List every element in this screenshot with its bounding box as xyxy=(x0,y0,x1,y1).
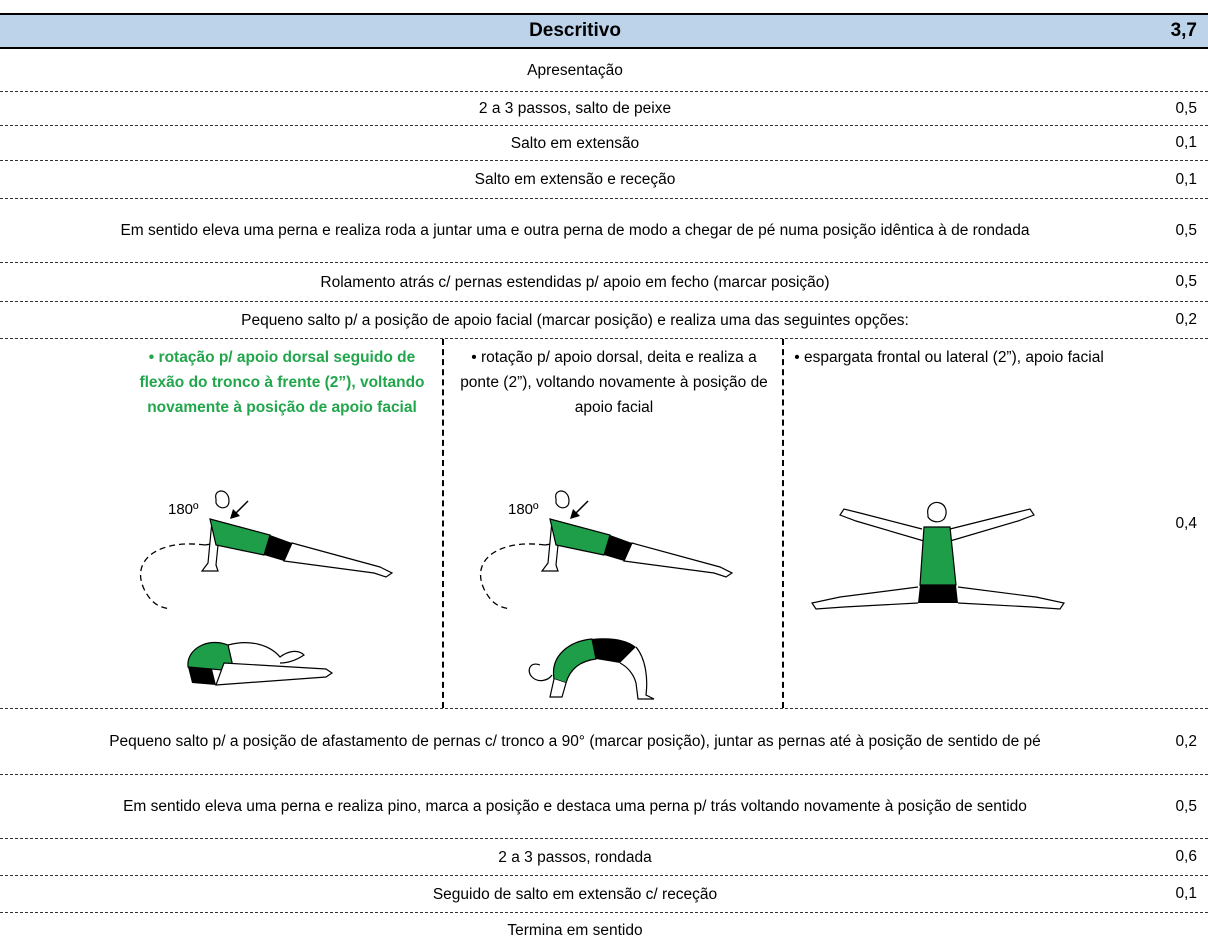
table-row: Em sentido eleva uma perna e realiza rod… xyxy=(0,199,1208,263)
rotation-angle-label: 180º xyxy=(168,501,199,518)
header-total: 3,7 xyxy=(1170,20,1197,41)
row-value xyxy=(1150,913,1208,947)
row-description: Pequeno salto p/ a posição de apoio faci… xyxy=(241,311,909,329)
table-row: Apresentação xyxy=(0,49,1208,92)
table-row: Termina em sentido xyxy=(0,913,1208,947)
row-value: 0,5 xyxy=(1175,797,1197,815)
row-description: Seguido de salto em extensão c/ receção xyxy=(432,885,718,903)
table-row: Em sentido eleva uma perna e realiza pin… xyxy=(0,775,1208,839)
table-row: Salto em extensão 0,1 xyxy=(0,126,1208,161)
row-value: 0,2 xyxy=(1175,732,1197,750)
row-value: 0,1 xyxy=(1175,134,1197,151)
row-description: Salto em extensão e receção xyxy=(474,171,676,188)
row-description: Termina em sentido xyxy=(507,921,643,939)
option-split: • espargata frontal ou lateral (2”), apo… xyxy=(784,339,1114,708)
column-divider xyxy=(782,339,784,708)
row-description: Pequeno salto p/ a posição de afastament… xyxy=(109,733,1041,750)
header-row: Descritivo 3,7 xyxy=(0,13,1208,49)
option-text: rotação p/ apoio dorsal, deita e realiza… xyxy=(460,349,768,416)
option-bullet: • xyxy=(794,349,800,366)
row-value: 0,5 xyxy=(1175,273,1197,290)
row-value: 0,2 xyxy=(1175,311,1197,328)
table-row: 2 a 3 passos, salto de peixe 0,5 xyxy=(0,92,1208,126)
table-row: Seguido de salto em extensão c/ receção … xyxy=(0,876,1208,913)
row-description: Em sentido eleva uma perna e realiza pin… xyxy=(123,798,1027,815)
options-row: • rotação p/ apoio dorsal seguido de fle… xyxy=(0,339,1208,709)
option-text: rotação p/ apoio dorsal seguido de flexã… xyxy=(139,349,425,416)
illustration-split xyxy=(811,501,1065,610)
header-title: Descritivo xyxy=(529,20,621,41)
option-rotation-bridge: • rotação p/ apoio dorsal, deita e reali… xyxy=(444,339,782,708)
table-row: Salto em extensão e receção 0,1 xyxy=(0,161,1208,199)
illustration-rotation-flexion: 180º xyxy=(139,490,394,686)
row-value: 0,1 xyxy=(1175,170,1197,188)
row-value: 0,5 xyxy=(1175,99,1197,117)
row-value: 0,6 xyxy=(1175,848,1197,865)
row-description: 2 a 3 passos, rondada xyxy=(498,848,652,866)
table-row: Rolamento atrás c/ pernas estendidas p/ … xyxy=(0,263,1208,302)
column-divider xyxy=(442,339,444,708)
option-rotation-flexion: • rotação p/ apoio dorsal seguido de fle… xyxy=(122,339,442,708)
row-description: Rolamento atrás c/ pernas estendidas p/ … xyxy=(320,273,830,291)
option-text: espargata frontal ou lateral (2”), apoio… xyxy=(803,349,1104,366)
option-bullet: • xyxy=(148,349,155,366)
row-description: Em sentido eleva uma perna e realiza rod… xyxy=(120,222,1030,239)
row-description: Apresentação xyxy=(527,62,623,79)
row-description: Salto em extensão xyxy=(510,134,640,152)
table-row: 2 a 3 passos, rondada 0,6 xyxy=(0,839,1208,876)
illustration-rotation-bridge: 180º xyxy=(479,490,734,700)
table-row: Pequeno salto p/ a posição de afastament… xyxy=(0,709,1208,775)
row-value: 0,4 xyxy=(1175,514,1197,532)
rotation-angle-label: 180º xyxy=(508,501,539,518)
table-row: Pequeno salto p/ a posição de apoio faci… xyxy=(0,302,1208,339)
row-value xyxy=(1150,49,1208,91)
row-value: 0,1 xyxy=(1175,885,1197,902)
option-bullet: • xyxy=(471,349,477,366)
row-value: 0,5 xyxy=(1175,221,1197,239)
row-description: 2 a 3 passos, salto de peixe xyxy=(478,100,672,117)
